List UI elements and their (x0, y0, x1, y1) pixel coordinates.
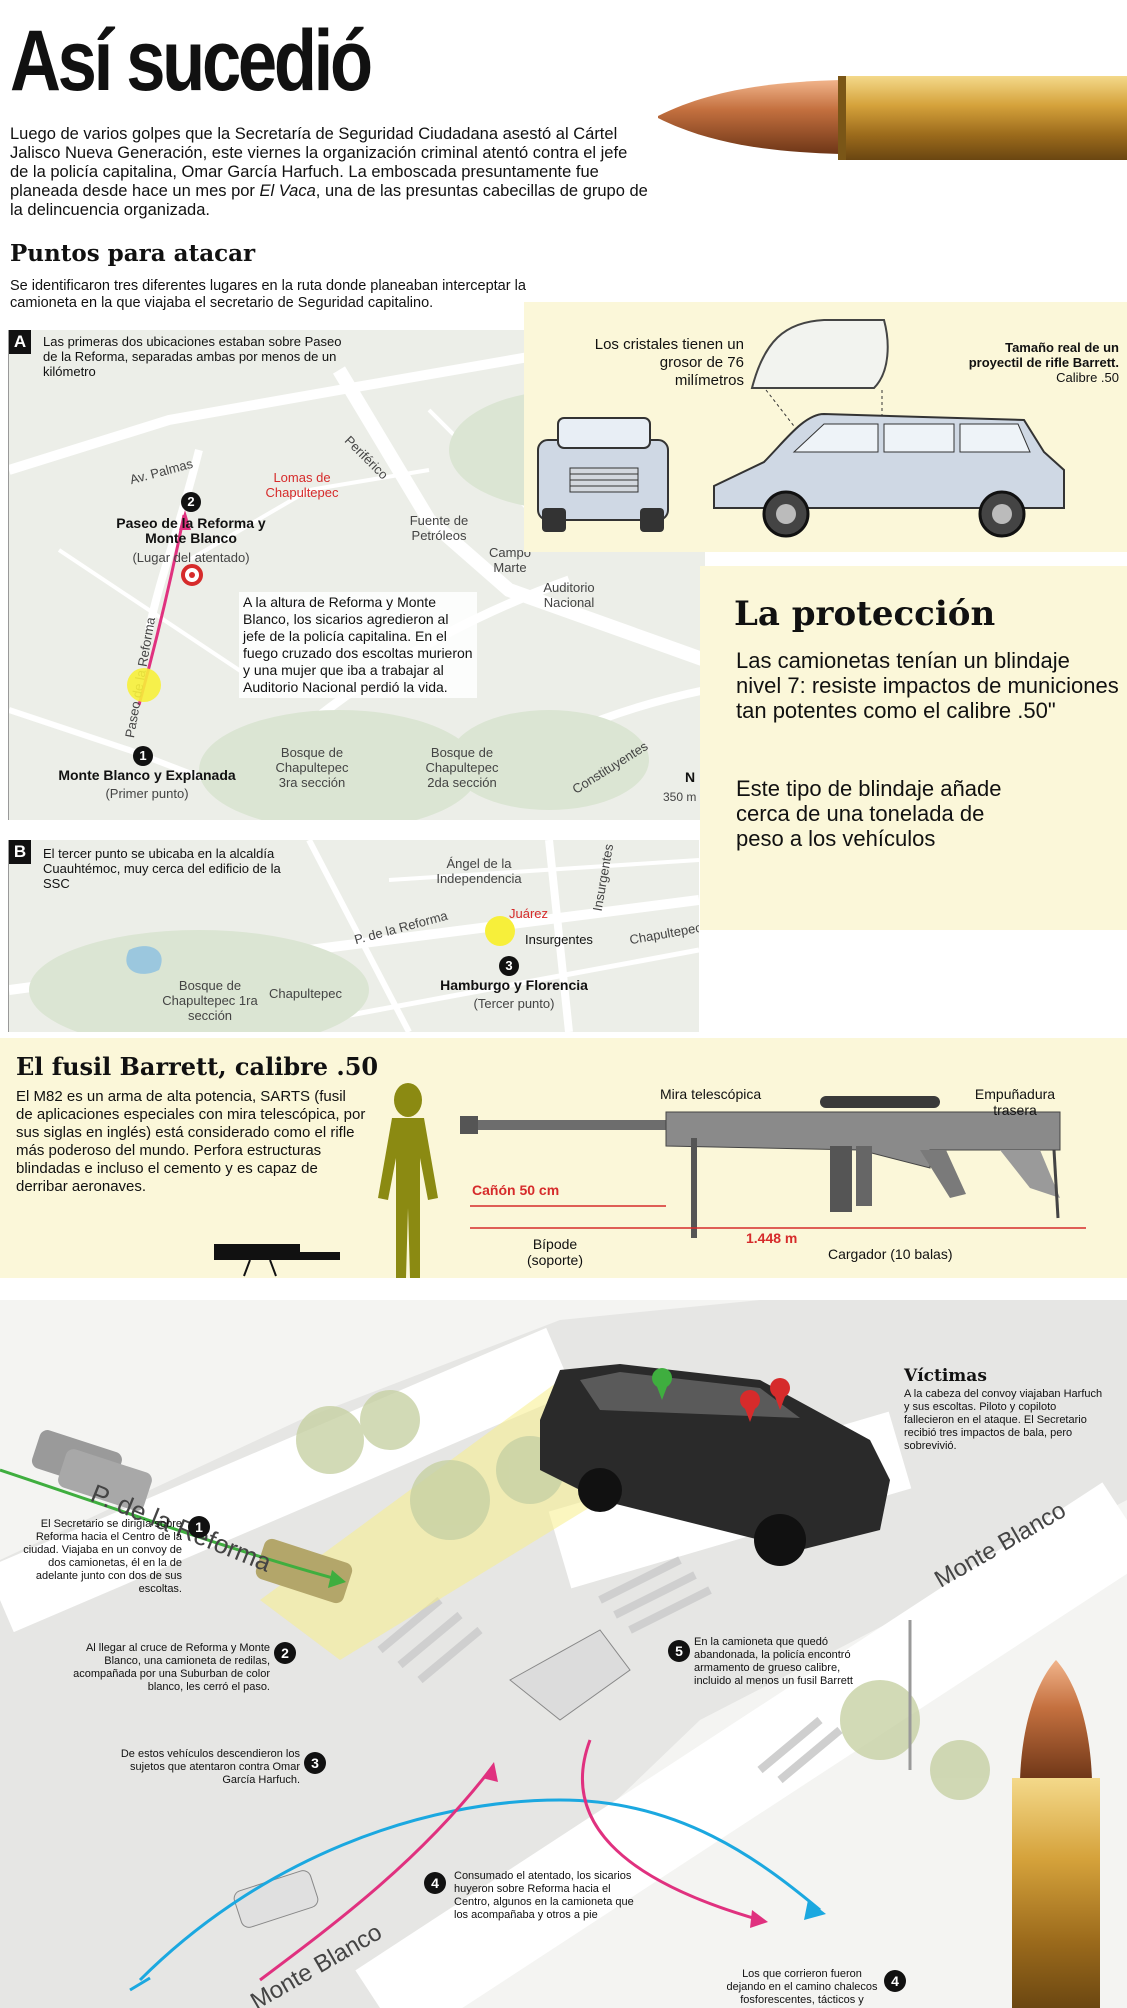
cargador-label: Cargador (10 balas) (828, 1246, 953, 1262)
step-5-text: En la camioneta que quedó abandonada, la… (694, 1636, 853, 1687)
intro-paragraph: Luego de varios golpes que la Secretaría… (10, 125, 648, 219)
step-5-number: 5 (668, 1640, 690, 1662)
length-label: 1.448 m (746, 1230, 798, 1246)
vehicle-panel: Los cristales tienen un grosor de 76 mil… (524, 302, 1127, 552)
step-4-text: Consumado el atentado, los sicarios huye… (454, 1870, 634, 1921)
map-a-fuente: Fuente de Petróleos (409, 513, 469, 543)
empunadura-label: Empuñadura trasera (974, 1086, 1056, 1118)
map-b-caption: El tercer punto se ubicaba en la alcaldí… (43, 846, 281, 891)
bipode-label: Bípode (soporte) (526, 1236, 584, 1268)
mira-label: Mira telescópica (660, 1086, 762, 1102)
armored-suv-drawing (537, 319, 1065, 538)
point-2-name: Paseo de la Reforma y Monte Blanco (116, 515, 266, 546)
map-a-bosque2: Bosque de Chapultepec 2da sección (425, 745, 499, 790)
point-1-number: 1 (133, 746, 153, 766)
page-title: Así sucedió (10, 13, 373, 109)
map-a-tag: A (9, 330, 31, 354)
barrett-panel: El fusil Barrett, calibre .50 El M82 es … (0, 1038, 1127, 1278)
point-3-note: (Tercer punto) (473, 996, 555, 1011)
point-3-number: 3 (499, 956, 519, 976)
bullet-illustration (658, 76, 1127, 160)
target-marker (181, 564, 203, 586)
proteccion-heading: La protección (734, 594, 996, 634)
map-b-juarez: Juárez (509, 906, 549, 921)
map-b-angel: Ángel de la Independencia (436, 856, 522, 886)
step-1-number: 1 (188, 1516, 210, 1538)
barrett-body: El M82 es un arma de alta potencia, SART… (16, 1088, 366, 1195)
point-1-marker (127, 668, 161, 702)
north-label: N (685, 769, 696, 785)
step-3-number: 3 (304, 1752, 326, 1774)
point-2-note: (Lugar del atentado) (132, 550, 250, 565)
map-b-tag: B (9, 840, 31, 864)
proteccion-p2: Este tipo de blindaje añade cerca de una… (736, 776, 1002, 851)
point-1-name: Monte Blanco y Explanada (58, 767, 236, 783)
point-3-marker (485, 916, 515, 946)
point-2-number: 2 (181, 492, 201, 512)
map-a-bosque3: Bosque de Chapultepec 3ra sección (275, 745, 349, 790)
puntos-subtitle: Se identificaron tres diferentes lugares… (10, 278, 526, 311)
step-2-number: 2 (274, 1642, 296, 1664)
map-a-campo-marte: Campo Marte (489, 545, 531, 575)
step-4b-number: 4 (884, 1970, 906, 1992)
proteccion-panel: La protección Las camionetas tenían un b… (700, 566, 1127, 930)
map-b-streets (9, 840, 699, 1032)
map-a-caption: Las primeras dos ubicaciones estaban sob… (43, 334, 342, 379)
map-b-chapultepec: Chapultepec (269, 986, 342, 1001)
victimas-title: Víctimas (904, 1366, 987, 1386)
step-2-text: Al llegar al cruce de Reforma y Monte Bl… (73, 1642, 270, 1693)
map-a-note: A la altura de Reforma y Monte Blanco, l… (239, 592, 477, 698)
map-b-bosque1: Bosque de Chapultepec 1ra sección (162, 978, 258, 1023)
map-b-insurgentes: Insurgentes (525, 932, 593, 947)
step-4-number: 4 (424, 1872, 446, 1894)
proteccion-p1: Las camionetas tenían un blindaje nivel … (736, 648, 1119, 723)
puntos-heading: Puntos para atacar (10, 240, 256, 267)
canon-label: Cañón 50 cm (472, 1182, 560, 1198)
rifle-illustration (214, 1083, 1086, 1278)
point-1-note: (Primer punto) (105, 786, 189, 801)
point-3-name: Hamburgo y Florencia (440, 977, 588, 993)
scale-label: 350 m (663, 790, 697, 804)
step-1-text: El Secretario se dirigía sobre Reforma h… (23, 1518, 182, 1595)
attack-scene: P. de la Reforma Monte Blanco Monte Blan… (0, 1300, 1127, 2008)
bullet-size-note: Tamaño real de un proyectil de rifle Bar… (968, 340, 1119, 385)
map-b: B El tercer punto se ubicaba en la alcal… (8, 840, 699, 1032)
glass-note: Los cristales tienen un grosor de 76 mil… (594, 336, 744, 389)
map-a-lomas: Lomas de Chapultepec (265, 470, 339, 500)
barrett-heading: El fusil Barrett, calibre .50 (16, 1052, 379, 1081)
map-a-auditorio: Auditorio Nacional (543, 580, 595, 610)
scene-illustration (0, 1300, 1127, 2008)
step-3-text: De estos vehículos descendieron los suje… (120, 1748, 300, 1786)
victimas-text: A la cabeza del convoy viajaban Harfuch … (904, 1388, 1103, 1452)
step-4b-text: Los que corrieron fueron dejando en el c… (726, 1968, 878, 2008)
